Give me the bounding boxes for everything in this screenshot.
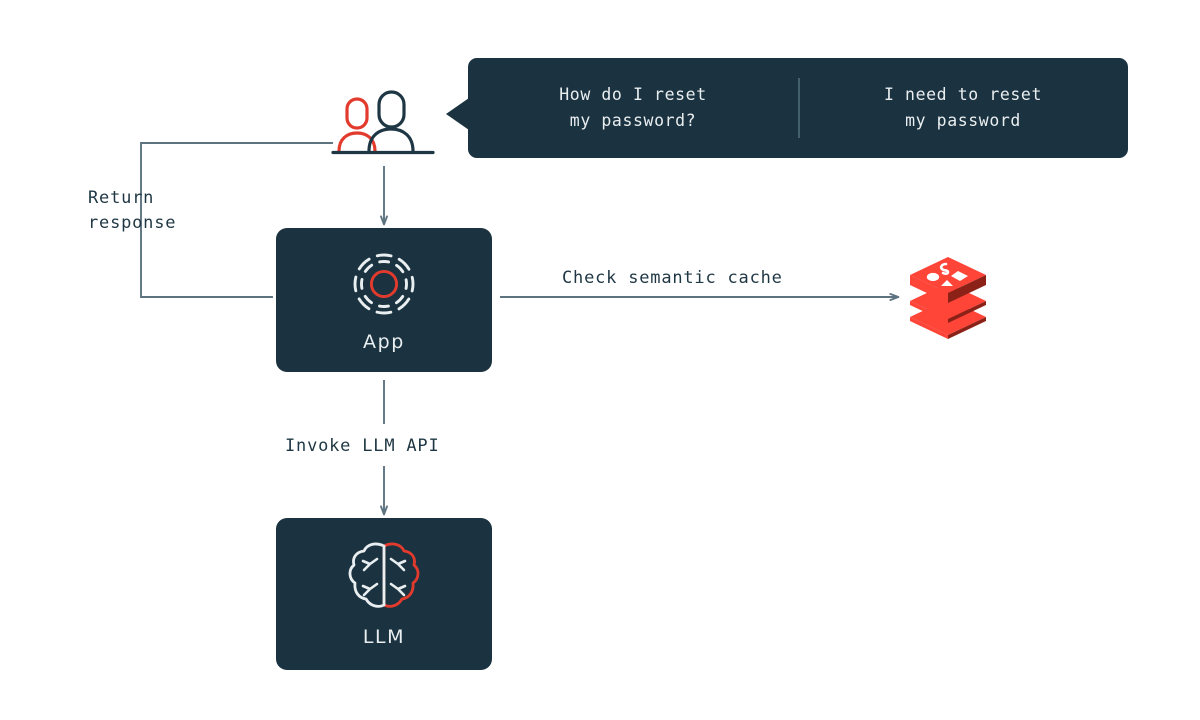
- node-app[interactable]: App: [276, 228, 492, 372]
- node-llm[interactable]: LLM: [276, 518, 492, 670]
- bubble-divider: [798, 78, 800, 138]
- user-query-bubble: How do I reset my password? I need to re…: [446, 58, 1128, 158]
- edge-label-check-semantic-cache: Check semantic cache: [562, 268, 783, 288]
- brain-icon: [346, 540, 422, 612]
- people-icon: [331, 88, 435, 160]
- bubble-query-original: How do I reset my password?: [559, 85, 707, 130]
- node-app-label: App: [363, 331, 405, 353]
- node-llm-label: LLM: [362, 626, 406, 648]
- gear-icon: [347, 247, 421, 321]
- bubble-query-paraphrase: I need to reset my password: [883, 85, 1042, 130]
- redis-cube-icon[interactable]: [906, 253, 990, 339]
- edge-label-invoke-llm-api: Invoke LLM API: [285, 436, 440, 456]
- bubble-tail-icon: [446, 98, 469, 130]
- edge-label-return-response: Return response: [88, 188, 177, 233]
